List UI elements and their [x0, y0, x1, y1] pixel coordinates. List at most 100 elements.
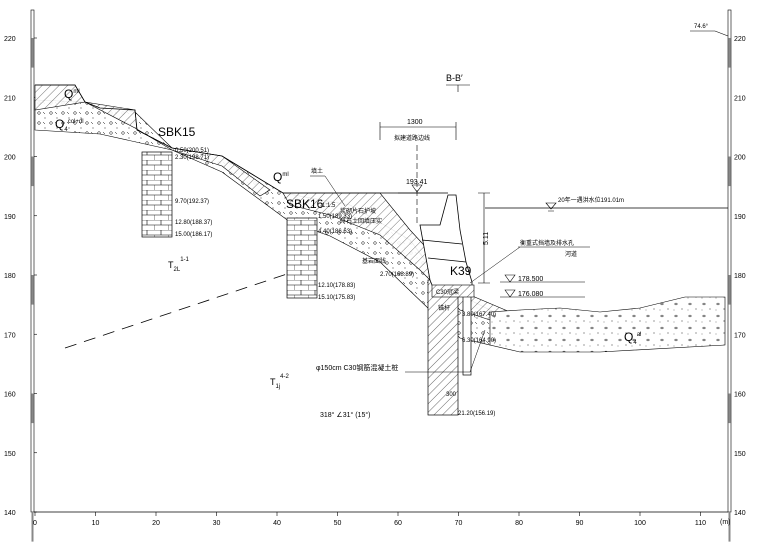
depth-label: 6.30(164.90) [462, 338, 496, 344]
elev-label: 178.500 [518, 276, 543, 283]
x-tick-label: 10 [92, 520, 100, 527]
slope-ratio-label: 1:1.5 [322, 203, 336, 209]
depth-label: 2.70(168.89) [380, 272, 414, 278]
borehole-k39-name: K39 [450, 264, 472, 278]
y-tick-label-left: 170 [4, 332, 16, 339]
attitude-label: 318° ∠31° (15°) [320, 411, 370, 419]
depth-label: 0.50(200.51) [175, 148, 209, 154]
left-axis [30, 9, 35, 513]
x-tick-label: 0 [33, 520, 37, 527]
width-dim-label: 1300 [407, 119, 423, 126]
axis-band [728, 393, 731, 424]
section-label: B-B′ [446, 73, 463, 83]
axis-band [31, 156, 34, 187]
depth-label: 2.30(198.71) [175, 155, 209, 161]
road-label: 拟建道路边线 [394, 134, 430, 142]
y-tick-label-left: 200 [4, 155, 16, 162]
y-tick-label-left: 160 [4, 392, 16, 399]
depth-label: 12.80(188.37) [175, 220, 212, 226]
x-tick-label: 100 [634, 520, 646, 527]
axis-band [31, 393, 34, 424]
depth-label: 12.10(178.83) [318, 283, 355, 289]
y-tick-label-right: 210 [734, 95, 746, 102]
y-tick-label-right: 140 [734, 510, 746, 517]
y-tick-label-right: 150 [734, 451, 746, 458]
axis-band [31, 38, 34, 68]
ground-surface-line [35, 84, 448, 194]
axis-band [728, 156, 731, 187]
wall-label: 衡重式挡墙及排水孔 [520, 239, 574, 247]
borehole-sbk15-name: SBK15 [158, 125, 196, 139]
leader-lines [310, 175, 590, 373]
stratum-qml-label: Qml [64, 87, 80, 101]
x-tick-label: 30 [213, 520, 221, 527]
section-mark [446, 84, 470, 92]
note-label: 碎石土回填压实 [340, 217, 382, 225]
depth-label: 15.10(175.83) [318, 295, 355, 301]
borehole-k39-column [462, 289, 472, 376]
y-tick-label-right: 190 [734, 214, 746, 221]
depth-label: 21.20(156.19) [458, 411, 495, 417]
x-tick-label: 50 [334, 520, 342, 527]
flood-level-label: 20年一遇洪水位191.01m [558, 196, 624, 204]
borehole-sbk15-column [141, 151, 173, 238]
stratum-t1j-label: T1j4-2 [270, 374, 290, 390]
stratum-t2l-label: T2L1-1 [168, 257, 190, 273]
y-tick-label-right: 170 [734, 332, 746, 339]
elev-label: 176.080 [518, 291, 543, 298]
depth-label: 3.80(167.40) [462, 312, 496, 318]
fill-label: 填土 [311, 167, 323, 175]
x-tick-label: 60 [394, 520, 402, 527]
depth-label: 1.50(189.33) [318, 214, 352, 220]
stratum-qml2-label: Qml [273, 170, 289, 184]
river-label: 河道 [565, 250, 577, 258]
stratum-qcol-label: Q4col+dl [55, 117, 84, 133]
height-dimension [478, 192, 490, 284]
pile-dim-label: 300 [446, 392, 457, 398]
stratum-qal-label: Q4al [624, 330, 641, 346]
y-tick-label-left: 190 [4, 214, 16, 221]
axis-band [728, 38, 731, 68]
y-tick-label-right: 220 [734, 36, 746, 43]
x-tick-label: 90 [576, 520, 584, 527]
stratum-alluvium [489, 296, 726, 353]
x-tick-label: 70 [455, 520, 463, 527]
y-tick-label-left: 140 [4, 510, 16, 517]
borehole-sbk16-name: SBK16 [286, 197, 324, 211]
right-axis [727, 9, 732, 513]
cap-beam [431, 284, 475, 298]
y-tick-label-right: 160 [734, 392, 746, 399]
pile-column [427, 279, 459, 416]
axis-band [31, 512, 34, 542]
elev-markers [398, 184, 585, 298]
y-tick-label-left: 180 [4, 273, 16, 280]
cap-beam-label: C30冠梁 [436, 288, 459, 296]
depth-label: 4.40(186.63) [318, 229, 352, 235]
pile-label: φ150cm C30钢筋混凝土桩 [316, 363, 398, 372]
x-tick-label: 20 [152, 520, 160, 527]
pile-note-label: 锚杆 [438, 304, 450, 312]
note-label: 浆砌片石护坡 [340, 207, 376, 215]
axis-band [728, 512, 731, 542]
y-tick-label-right: 180 [734, 273, 746, 280]
y-tick-label-left: 150 [4, 451, 16, 458]
x-tick-label: 110 [695, 520, 706, 527]
y-tick-label-left: 220 [4, 36, 16, 43]
x-unit-label: (m) [720, 519, 731, 526]
x-tick-label: 40 [273, 520, 281, 527]
borehole-sbk16-column [286, 217, 318, 299]
axis-band [31, 275, 34, 305]
note-label: 基岩面线 [362, 257, 386, 265]
bearing-label: 74.6° [694, 24, 709, 30]
retaining-wall [419, 194, 473, 296]
depth-label: 9.70(192.37) [175, 199, 209, 205]
depth-label: 15.00(186.17) [175, 232, 212, 238]
bedrock-boundary-dashed [64, 272, 291, 349]
bearing-leader [690, 30, 729, 37]
axis-band [728, 275, 731, 305]
y-tick-label-left: 210 [4, 95, 16, 102]
y-tick-label-right: 200 [734, 155, 746, 162]
elev-top-label: 193.41 [406, 179, 428, 186]
x-tick-label: 80 [515, 520, 523, 527]
